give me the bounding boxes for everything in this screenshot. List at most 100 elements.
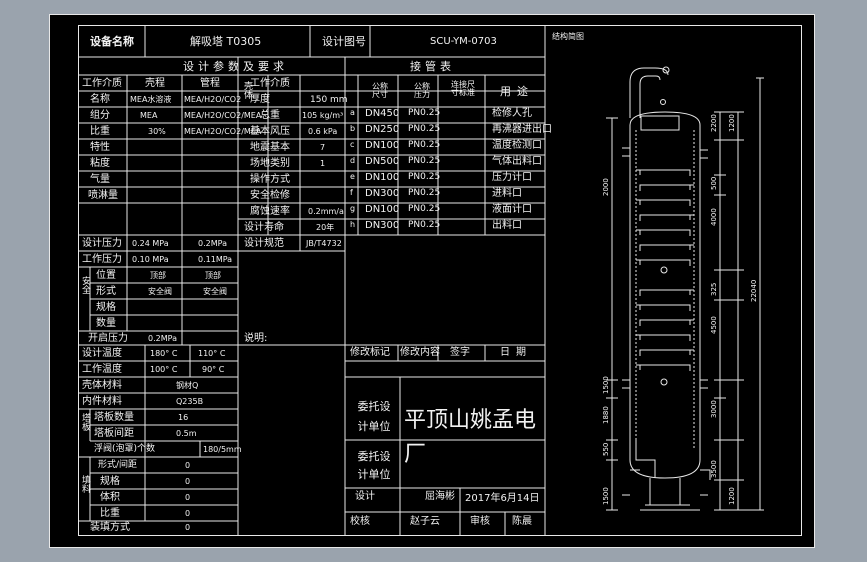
nozzle-pressure: PN0.25 <box>408 204 441 214</box>
wind-value: 0.6 kPa <box>308 127 338 136</box>
comp-shell: MEA <box>140 111 158 120</box>
spec2-label: 规格 <box>100 476 120 487</box>
rev-content-label: 修改内容 <box>400 347 440 358</box>
notes-label: 说明: <box>244 333 268 344</box>
tray <box>639 244 694 251</box>
tray-spacing-value: 0.5m <box>176 429 197 438</box>
p-work-label: 工作压力 <box>82 254 122 265</box>
tray-spacing-label: 塔板间距 <box>94 428 134 439</box>
nozzle-id: g <box>350 204 356 213</box>
designer-label: 设计 <box>355 491 375 502</box>
tray <box>636 199 691 206</box>
weight-label: 总重 <box>260 110 280 121</box>
nozzle-use: 气体出料口 <box>492 156 542 167</box>
name-label: 名称 <box>90 94 110 105</box>
spray-label: 喷淋量 <box>88 190 118 201</box>
drawing-label: 设计图号 <box>322 35 366 48</box>
dim-d10: 1880 <box>602 406 610 424</box>
tray <box>636 304 691 311</box>
tray <box>636 259 691 266</box>
spec-label: 规格 <box>96 302 116 313</box>
nozzle-size: DN100 <box>365 172 400 183</box>
dim-d5: 4000 <box>710 208 718 226</box>
nozzle-pressure: PN0.25 <box>408 108 441 118</box>
t-work-tube: 90° C <box>202 365 225 374</box>
inner-mat-label: 内件材料 <box>82 396 122 407</box>
t-design-label: 设计温度 <box>82 348 122 359</box>
review-label: 审核 <box>470 516 490 527</box>
tray <box>639 184 694 191</box>
install-label: 装填方式 <box>90 522 130 533</box>
dim-d13: 3500 <box>710 460 718 478</box>
rev-date-label: 日期 <box>500 347 532 358</box>
open-p-label: 开启压力 <box>88 333 128 344</box>
pos-shell: 顶部 <box>150 271 166 280</box>
nozzle-id: b <box>350 124 356 133</box>
equip-value: 解吸塔 T0305 <box>190 35 262 48</box>
corr-value: 0.2mm/a <box>308 207 344 216</box>
dim-d2: 1200 <box>728 114 736 132</box>
seismic-label: 地震基本 <box>250 142 290 153</box>
t-design-shell: 180° C <box>150 349 178 358</box>
check-label: 校核 <box>350 516 370 527</box>
nozzle-id: f <box>350 188 353 197</box>
rev-sign-label: 签字 <box>450 347 470 358</box>
wind-label: 基本风压 <box>250 126 290 137</box>
dim-d4: 500 <box>710 177 718 190</box>
designer-value: 屈海彬 <box>425 491 455 502</box>
check-value: 赵子云 <box>410 516 440 527</box>
nozzle-h-use: 用途 <box>500 85 534 98</box>
shell-col: 壳体 <box>242 81 252 99</box>
nozzle-h-press: 公称压力 <box>414 82 430 99</box>
nozzle-title: 接管表 <box>410 60 455 73</box>
nozzle-size: DN450 <box>365 108 400 119</box>
ratio-label: 比重 <box>100 508 120 519</box>
tray <box>636 229 691 236</box>
nozzle-pressure: PN0.25 <box>408 220 441 230</box>
tray <box>636 169 691 176</box>
structure-label: 结构简图 <box>552 32 584 41</box>
float-value: 180/5mm <box>203 445 242 454</box>
safety2-label: 安全检修 <box>250 190 290 201</box>
ratio-value: 0 <box>185 509 191 518</box>
col-tube: 管程 <box>200 78 220 89</box>
density-label: 比重 <box>90 126 110 137</box>
equip-label: 设备名称 <box>90 35 134 48</box>
shell-mat-label: 壳体材料 <box>82 380 122 391</box>
nozzle-pressure: PN0.25 <box>408 156 441 166</box>
nozzle-use: 出料口 <box>492 220 522 231</box>
params-title: 设计参数及要求 <box>183 60 288 73</box>
drawing-sheet <box>49 14 815 548</box>
p-work-shell: 0.10 MPa <box>132 255 169 264</box>
weight-value: 105 kg/m³ <box>302 111 344 120</box>
thick-label: 厚度 <box>250 94 270 105</box>
float-label: 浮阀(泡罩)个数 <box>94 444 156 454</box>
packing-label: 填料 <box>80 475 90 493</box>
tray <box>636 334 691 341</box>
dim-d1: 2200 <box>710 114 718 132</box>
form2-value: 0 <box>185 461 191 470</box>
char-label: 特性 <box>90 142 110 153</box>
seismic2-value: 1 <box>320 159 326 168</box>
tray-count-label: 塔板数量 <box>94 412 134 423</box>
tray-label: 塔板 <box>80 413 90 431</box>
dim-d12: 550 <box>602 443 610 456</box>
nozzle-pressure: PN0.25 <box>408 172 441 182</box>
code-value: JB/T4732 <box>306 239 342 248</box>
name-tube: MEA/H2O/CO2 <box>184 95 242 104</box>
tray <box>639 289 694 296</box>
col-shell: 壳程 <box>145 78 165 89</box>
density-tube: MEA/H2O/CO2/MEA <box>184 127 262 136</box>
pos-label: 位置 <box>96 270 116 281</box>
dim-d14: 1500 <box>602 487 610 505</box>
nozzle-size: DN250 <box>365 124 400 135</box>
tray-count-value: 16 <box>178 413 189 422</box>
code-label: 设计规范 <box>244 238 284 249</box>
rev-mark-label: 修改标记 <box>350 347 390 358</box>
comp-tube: MEA/H2O/CO2/MEA <box>184 111 262 120</box>
volume-value: 0 <box>185 493 191 502</box>
nozzle-id: d <box>350 156 356 165</box>
density-shell: 30% <box>148 127 166 136</box>
dim-d15: 1200 <box>728 487 736 505</box>
